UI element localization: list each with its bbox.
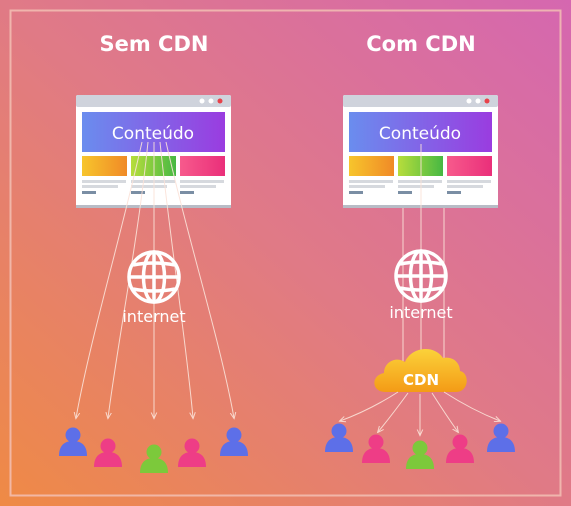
title-com-cdn: Com CDN	[366, 32, 476, 56]
globe-icon	[394, 249, 448, 303]
user-icon	[178, 438, 206, 467]
user-icon	[446, 434, 474, 463]
user-icon	[406, 440, 434, 469]
internet-label-left: internet	[122, 307, 185, 326]
content-label-left: Conteúdo	[112, 124, 194, 144]
user-icon	[59, 427, 87, 456]
right-panel: Conteúdo internet CDN	[325, 95, 515, 469]
globe-icon	[127, 250, 181, 304]
user-icon	[362, 434, 390, 463]
connections-right-lower	[340, 391, 500, 435]
frame	[9, 9, 562, 497]
user-icon	[325, 423, 353, 452]
user-icon	[220, 427, 248, 456]
user-icon	[140, 444, 168, 473]
content-label-right: Conteúdo	[379, 124, 461, 144]
title-sem-cdn: Sem CDN	[99, 32, 209, 56]
cloud-icon	[374, 348, 467, 392]
user-icon	[487, 423, 515, 452]
browser-window-left	[76, 95, 231, 208]
internet-label-right: internet	[389, 303, 452, 322]
cdn-label: CDN	[403, 371, 439, 389]
left-panel: Conteúdo internet	[59, 95, 248, 473]
user-icon	[94, 438, 122, 467]
